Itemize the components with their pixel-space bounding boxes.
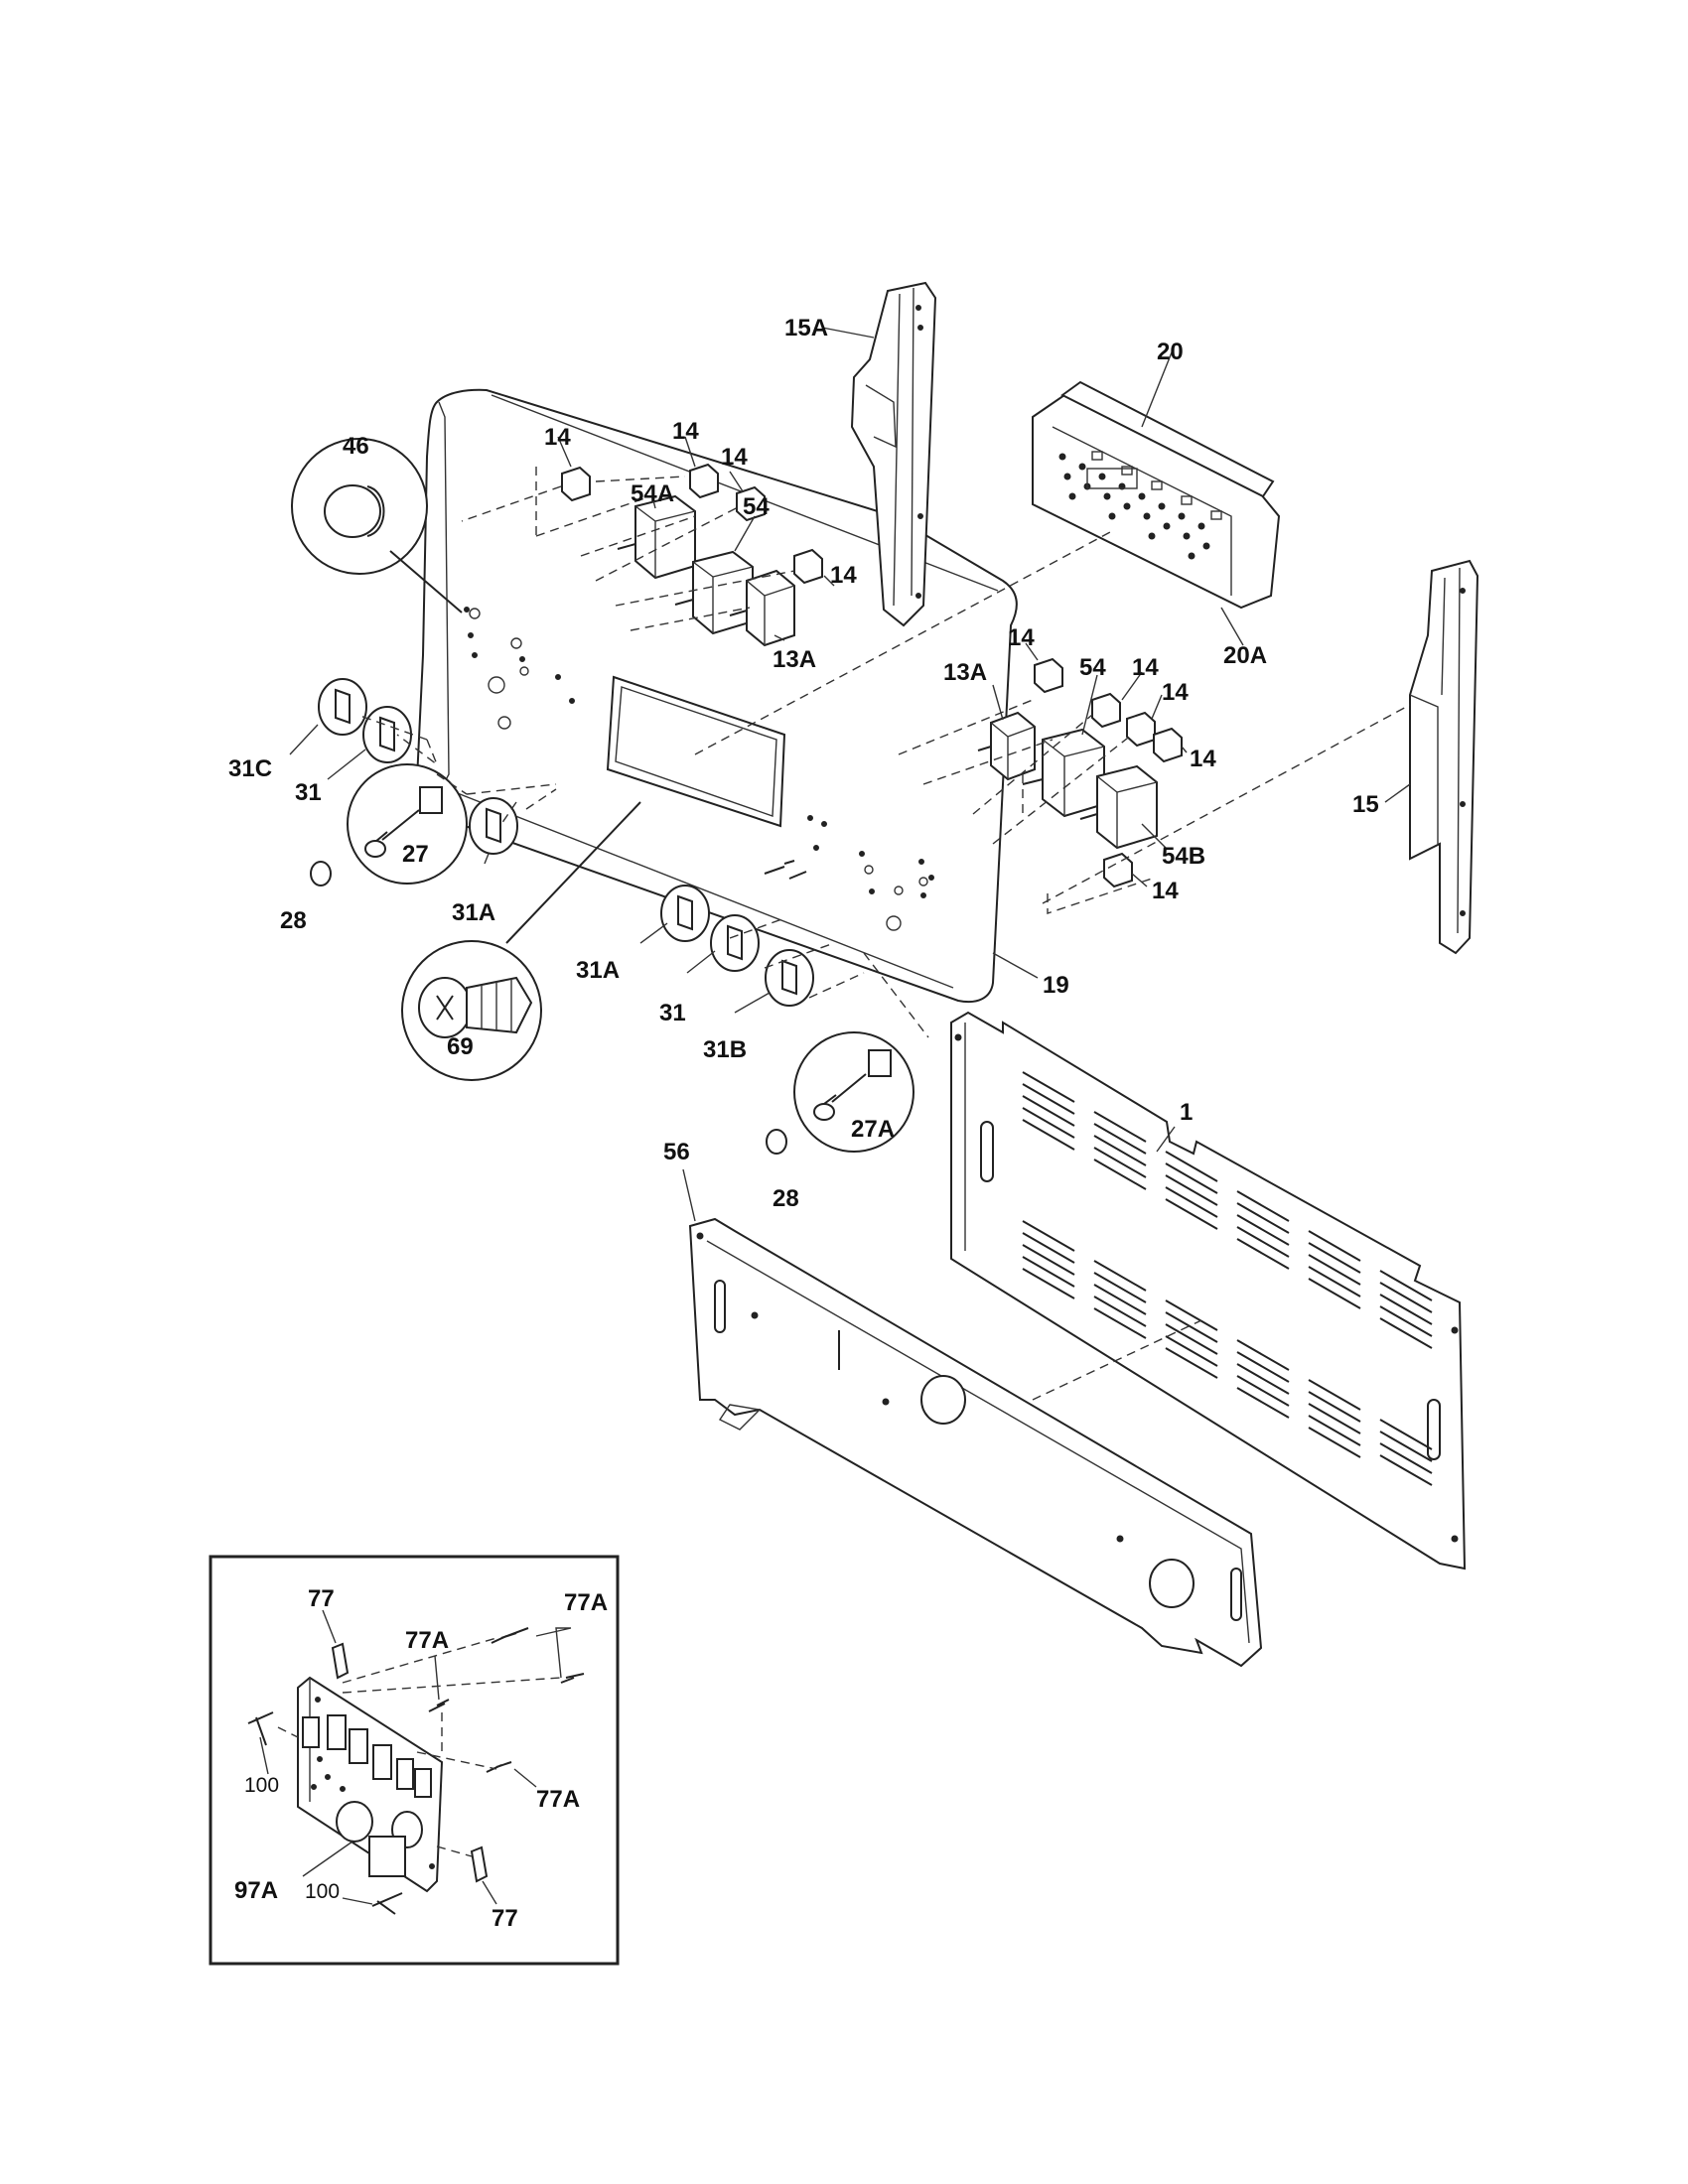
- callout-15: 15: [1352, 791, 1379, 818]
- back-guard-56: [688, 1217, 1263, 1668]
- callout-14: 14: [1152, 878, 1179, 904]
- callout-13A: 13A: [943, 659, 987, 686]
- callout-15A: 15A: [784, 315, 828, 341]
- callout-20A: 20A: [1223, 642, 1267, 669]
- callout-77: 77: [492, 1905, 518, 1932]
- callout-labels: 15A 20 46 14 14 14 54A 54 14 13A 20A 14 …: [228, 315, 1379, 1212]
- electronic-control-20: [1032, 380, 1281, 610]
- callout-14: 14: [672, 418, 699, 445]
- callout-27: 27: [402, 841, 429, 868]
- inset-box-control-board: 77 77A 77A 100 77A 97A 100 77: [209, 1555, 620, 1966]
- knobs: [310, 678, 814, 1155]
- callout-100: 100: [305, 1880, 340, 1903]
- terminal-block-14: [561, 463, 1183, 888]
- callout-54A: 54A: [631, 480, 674, 507]
- end-cap-15A: [850, 281, 937, 627]
- callout-14: 14: [721, 444, 748, 471]
- callout-28: 28: [280, 907, 307, 934]
- callout-54: 54: [743, 493, 770, 520]
- leader-lines: [289, 327, 1411, 1222]
- callout-31A: 31A: [576, 957, 620, 984]
- detail-circle-27: [347, 763, 468, 885]
- callout-14: 14: [1132, 654, 1159, 681]
- callout-54B: 54B: [1162, 843, 1205, 870]
- callout-54: 54: [1079, 654, 1106, 681]
- callout-1: 1: [1180, 1099, 1193, 1126]
- callout-14: 14: [830, 562, 857, 589]
- callout-13A: 13A: [773, 646, 816, 673]
- callout-14: 14: [1190, 746, 1216, 772]
- switch-54B: [1079, 764, 1158, 850]
- callout-31A: 31A: [452, 899, 495, 926]
- detail-circle-69: [401, 801, 641, 1081]
- callout-56: 56: [663, 1139, 690, 1165]
- callout-31: 31: [659, 1000, 686, 1026]
- callout-77A: 77A: [405, 1627, 449, 1654]
- switch-13A-top: [729, 569, 795, 647]
- detail-circle-46: [291, 438, 463, 614]
- callout-77A: 77A: [564, 1589, 608, 1616]
- callout-19: 19: [1043, 972, 1069, 999]
- callout-14: 14: [1162, 679, 1189, 706]
- rear-panel-1: [950, 1011, 1467, 1570]
- callout-77A: 77A: [536, 1786, 580, 1813]
- control-panel-19: [415, 388, 1018, 1003]
- callout-31: 31: [295, 779, 322, 806]
- callout-31B: 31B: [703, 1036, 747, 1063]
- callout-27A: 27A: [851, 1116, 895, 1143]
- callout-46: 46: [343, 433, 369, 460]
- callout-77: 77: [308, 1585, 335, 1612]
- callout-69: 69: [447, 1033, 474, 1060]
- callout-31C: 31C: [228, 755, 272, 782]
- switch-13A-right: [977, 711, 1036, 781]
- switch-54-right: [1022, 728, 1105, 818]
- callout-14: 14: [544, 424, 571, 451]
- callout-28: 28: [773, 1185, 799, 1212]
- callout-100: 100: [244, 1774, 279, 1797]
- end-cap-15: [1409, 559, 1479, 955]
- assembly-lines: [356, 467, 1411, 1401]
- callout-14: 14: [1008, 624, 1035, 651]
- callout-97A: 97A: [234, 1877, 278, 1904]
- callout-20: 20: [1157, 339, 1184, 365]
- detail-circle-27A: [793, 1031, 914, 1153]
